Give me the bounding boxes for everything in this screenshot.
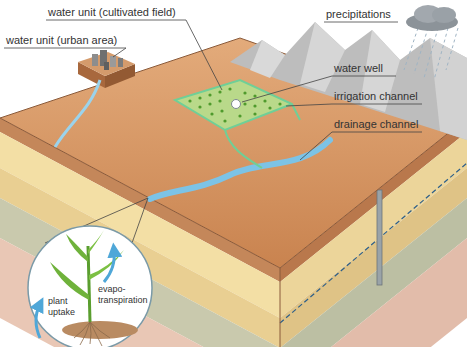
inset-leader: [132, 198, 148, 243]
plant-stem: [88, 246, 90, 322]
evapotranspiration-arrow: [104, 250, 114, 282]
process-label: plant uptake: [48, 296, 82, 318]
well-head: [232, 100, 241, 109]
callout-label: water well: [334, 62, 383, 75]
building: [110, 56, 116, 67]
inset-circle: [28, 226, 152, 347]
label-underline: [4, 48, 126, 49]
mountains: [230, 22, 467, 140]
leader-line: [286, 104, 332, 106]
callout-label: water unit (cultivated field): [48, 6, 176, 19]
bedrock-band: [280, 238, 467, 347]
label-underline: [46, 20, 186, 21]
irrigation-canal: [175, 80, 300, 168]
mountain-facet: [250, 40, 285, 78]
label-underline: [332, 132, 422, 133]
leader-line: [113, 48, 126, 57]
soil-patch: [62, 321, 138, 339]
cloud-shape: [432, 7, 456, 23]
callout-label: precipitations: [326, 8, 391, 21]
urban-area: [78, 50, 135, 88]
urban-channel: [55, 80, 100, 147]
mountain-range: [230, 22, 467, 140]
leader-line: [300, 132, 332, 160]
uptake-arrow: [36, 304, 40, 338]
leader-line: [186, 20, 222, 90]
label-underline: [332, 104, 422, 105]
plant-leaf: [50, 262, 89, 300]
callout-label: water unit (urban area): [6, 34, 117, 47]
rain-lines: [404, 28, 458, 80]
well-pipe: [377, 190, 382, 285]
leader-line: [242, 76, 332, 102]
rain-cloud: [404, 5, 458, 80]
inset-circle-node: evapo- transpiration plant uptake: [28, 226, 152, 347]
drainage-river: [150, 140, 330, 199]
callout-label: drainage channel: [334, 118, 418, 131]
plant-leaf: [66, 234, 88, 262]
label-underline: [332, 76, 396, 77]
building: [104, 62, 109, 70]
plant-leaf: [89, 250, 124, 280]
plant-inset: [28, 226, 152, 347]
leader-lines: [4, 20, 422, 243]
building: [118, 58, 123, 67]
process-label: evapo- transpiration: [98, 284, 152, 306]
callout-label: irrigation channel: [334, 90, 418, 103]
mountain-facet: [300, 22, 345, 92]
block-edge: [280, 268, 281, 347]
field-area: [175, 80, 292, 130]
plant-roots: [74, 322, 110, 346]
cultivated-field: [175, 80, 300, 168]
mountain-facet: [430, 38, 467, 140]
plant-leaf: [88, 230, 104, 254]
building: [92, 54, 98, 66]
label-underline: [324, 22, 398, 23]
